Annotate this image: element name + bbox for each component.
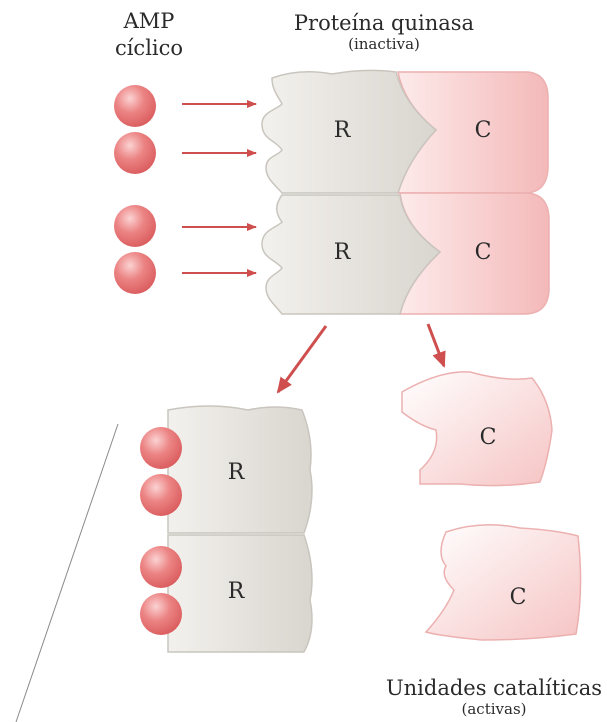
catalytic-unit-free-1	[402, 372, 552, 486]
c-label-2: C	[475, 240, 492, 265]
camp-sphere-bound-4	[140, 593, 182, 635]
camp-sphere-4	[114, 252, 156, 294]
dissociation-arrow-right	[428, 324, 444, 366]
c-label-free-1: C	[480, 425, 497, 450]
camp-sphere-1	[114, 85, 156, 127]
camp-sphere-2	[114, 132, 156, 174]
r-label-bound-2: R	[228, 579, 246, 604]
catalytic-unit-free-2	[426, 525, 581, 640]
r-label-1: R	[334, 118, 352, 143]
dissociation-arrow-left	[278, 326, 326, 392]
r-label-2: R	[334, 240, 352, 265]
camp-sphere-bound-2	[140, 474, 182, 516]
r-label-bound-1: R	[228, 460, 246, 485]
c-label-1: C	[475, 118, 492, 143]
edge-line	[16, 424, 118, 722]
camp-sphere-bound-3	[140, 546, 182, 588]
camp-sphere-3	[114, 205, 156, 247]
camp-sphere-bound-1	[140, 427, 182, 469]
c-label-free-2: C	[510, 585, 527, 610]
